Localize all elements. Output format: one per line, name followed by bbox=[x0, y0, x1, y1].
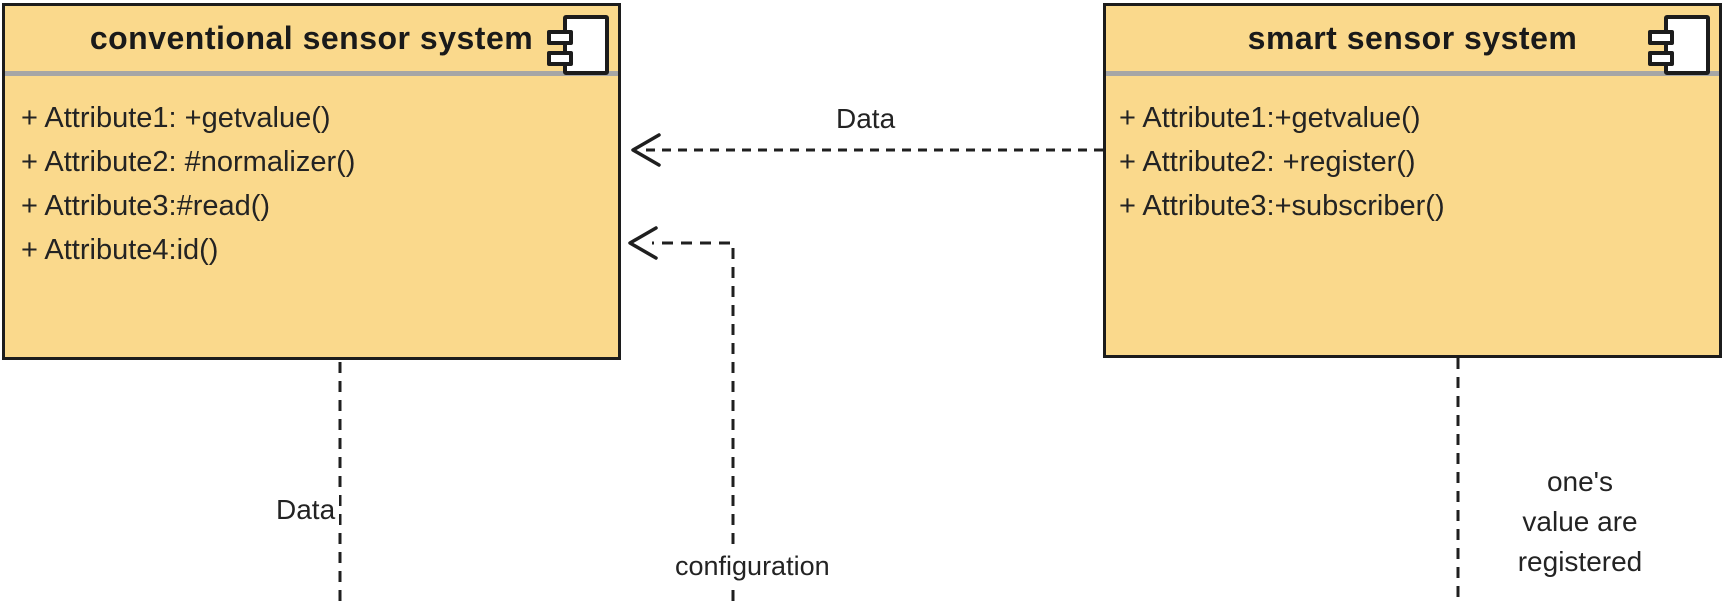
attribute-line: + Attribute2: #normalizer() bbox=[21, 146, 356, 178]
uml-component-icon bbox=[547, 15, 609, 75]
arrowhead-left-icon bbox=[628, 226, 658, 260]
note-line: registered bbox=[1517, 546, 1643, 577]
component-conventional-sensor-system[interactable]: conventional sensor system + Attribute1:… bbox=[2, 3, 621, 360]
component-title: conventional sensor system bbox=[5, 6, 618, 76]
note-registered-values: one's value are registered bbox=[1450, 462, 1710, 582]
configuration-label: configuration bbox=[671, 549, 834, 584]
component-port-icon bbox=[547, 51, 573, 66]
component-port-icon bbox=[547, 30, 573, 45]
attribute-line: + Attribute4:id() bbox=[21, 234, 219, 266]
attribute-line: + Attribute1: +getvalue() bbox=[21, 102, 331, 134]
attribute-line: + Attribute3:+subscriber() bbox=[1119, 190, 1445, 222]
component-port-icon bbox=[1648, 30, 1674, 45]
attribute-line: + Attribute2: +register() bbox=[1119, 146, 1416, 178]
note-line: one's bbox=[1546, 466, 1614, 497]
component-attributes: + Attribute1:+getvalue() + Attribute2: +… bbox=[1106, 76, 1719, 228]
arrowhead-left-icon bbox=[631, 133, 661, 167]
configuration-dependency-line bbox=[652, 241, 735, 601]
attribute-line: + Attribute1:+getvalue() bbox=[1119, 102, 1421, 134]
component-smart-sensor-system[interactable]: smart sensor system + Attribute1:+getval… bbox=[1103, 3, 1722, 358]
data-label-horizontal: Data bbox=[836, 103, 896, 134]
component-port-icon bbox=[1648, 51, 1674, 66]
attribute-line: + Attribute3:#read() bbox=[21, 190, 271, 222]
note-line: value are bbox=[1522, 506, 1638, 537]
component-attributes: + Attribute1: +getvalue() + Attribute2: … bbox=[5, 76, 618, 272]
uml-component-icon bbox=[1648, 15, 1710, 75]
component-title: smart sensor system bbox=[1106, 6, 1719, 76]
data-label-vertical: Data bbox=[272, 492, 340, 528]
